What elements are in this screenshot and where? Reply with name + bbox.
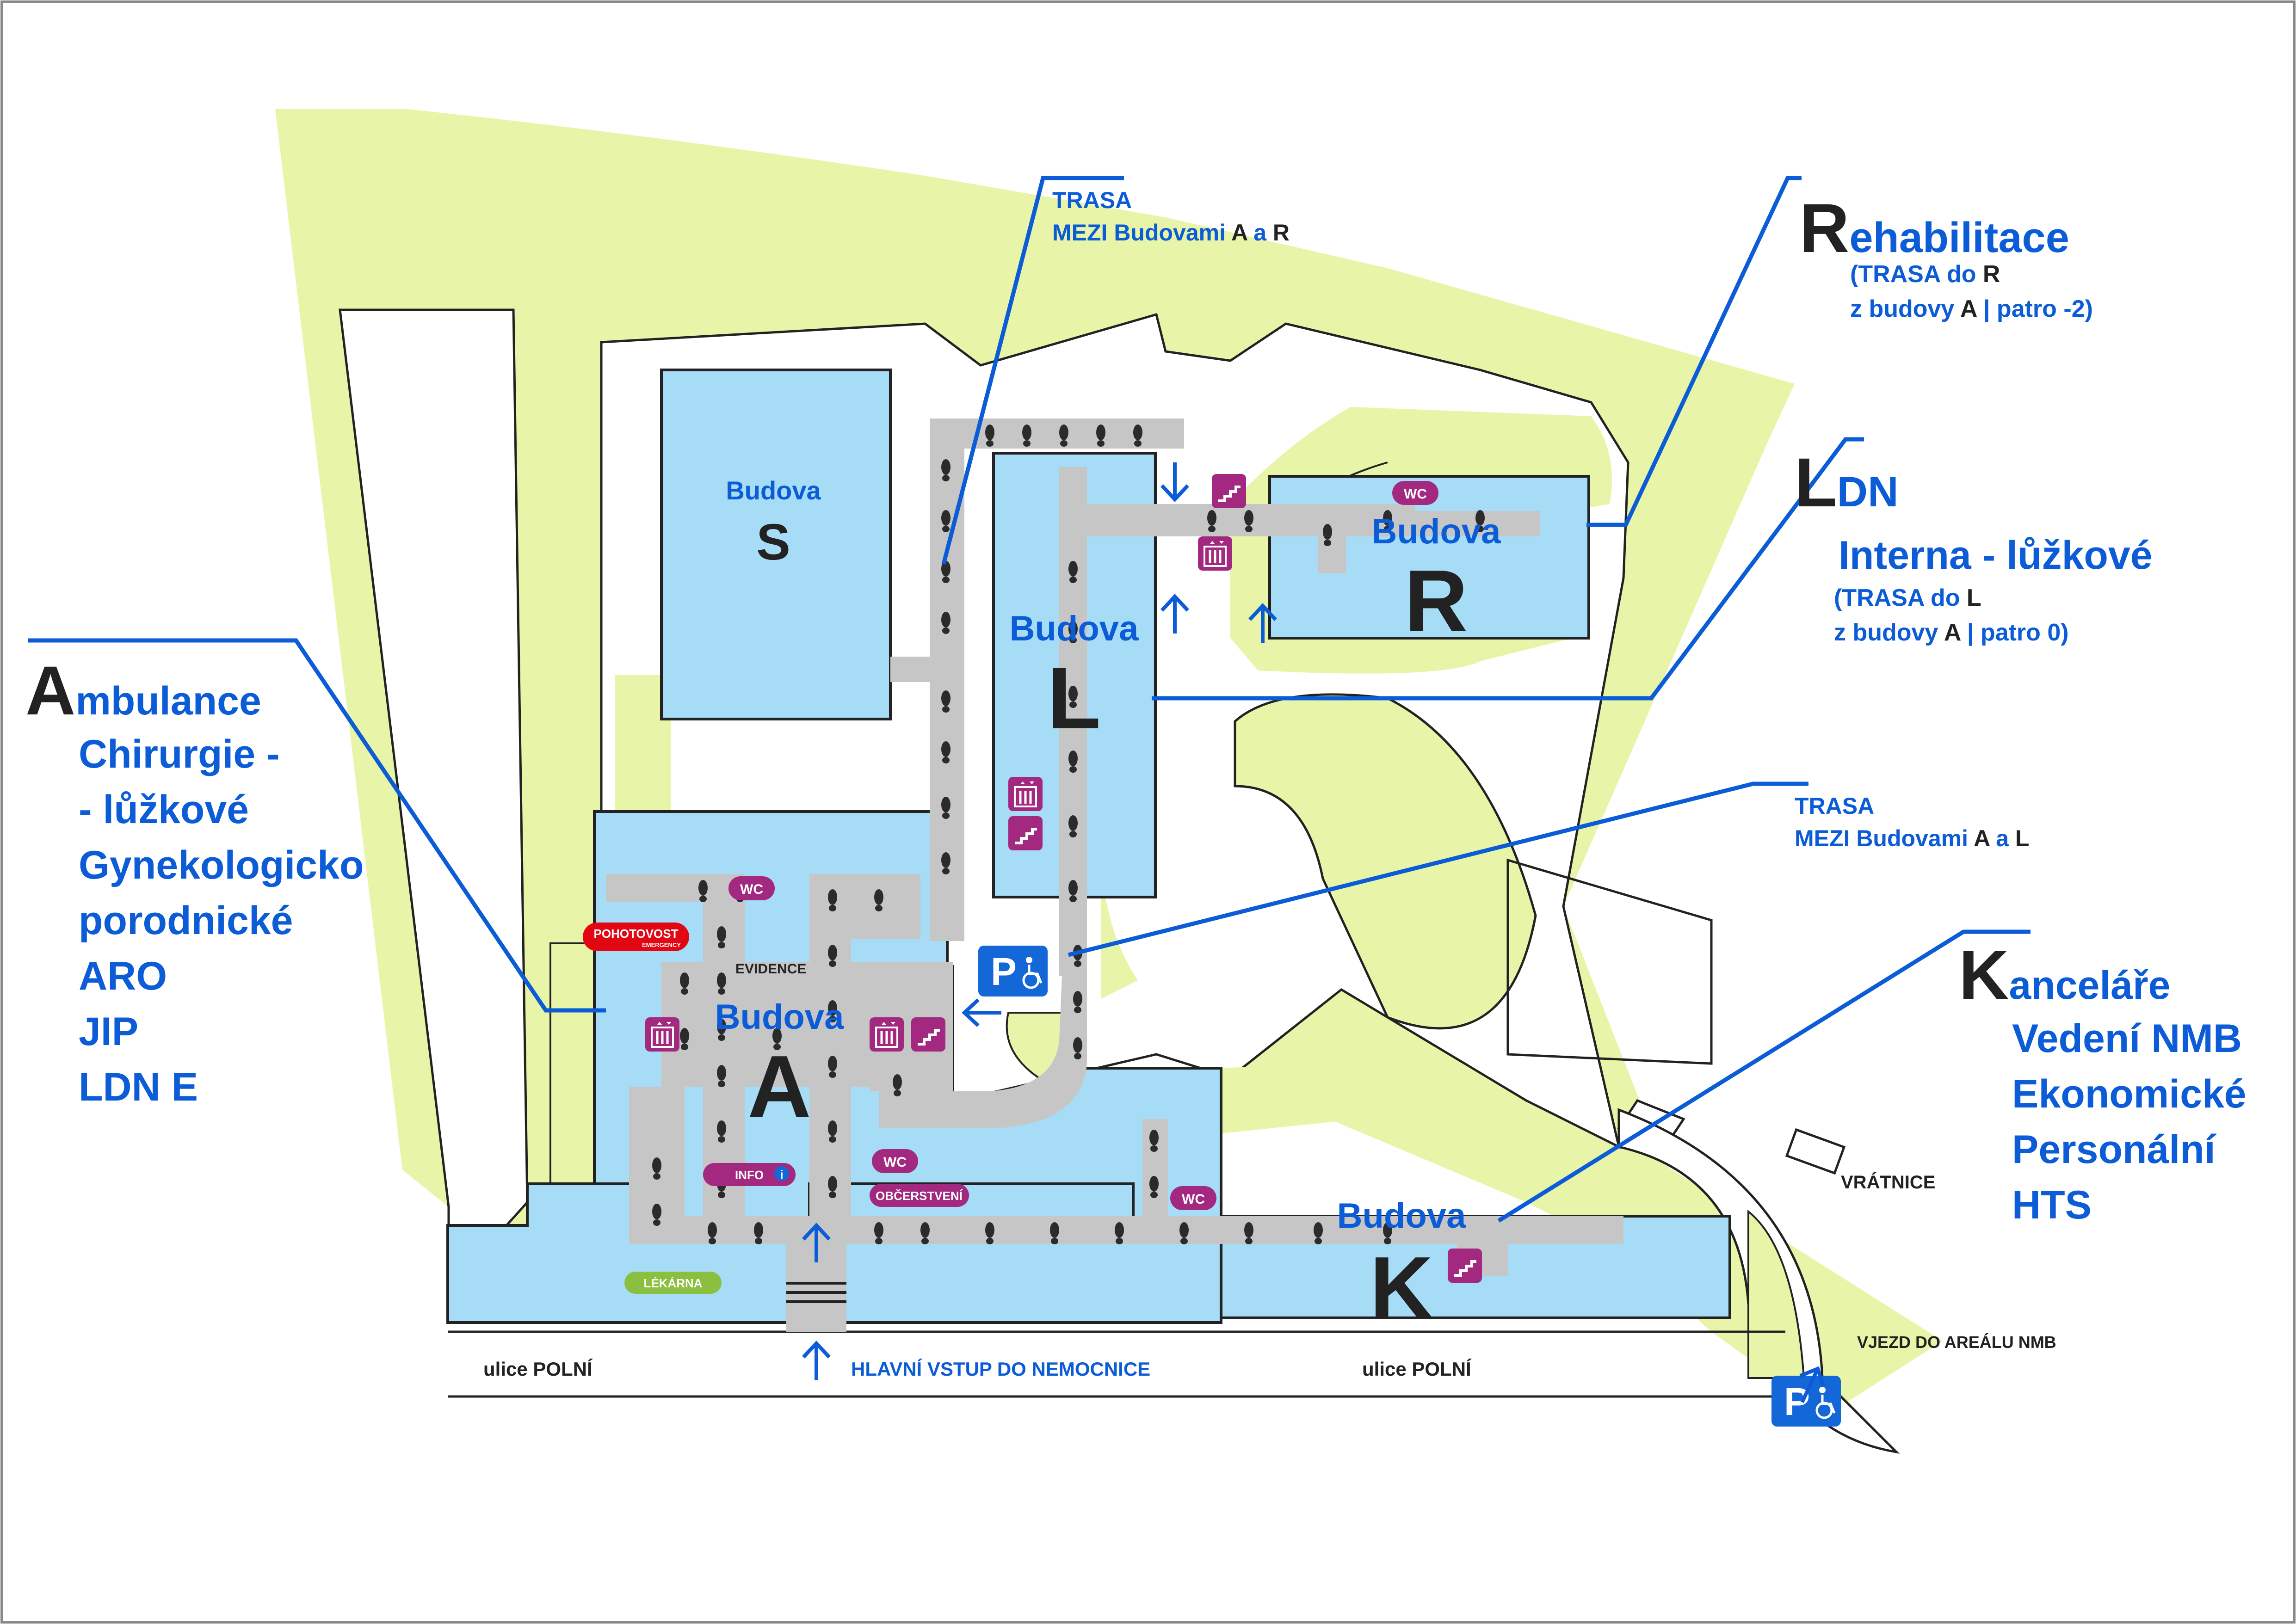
- street-polni: [448, 1330, 1785, 1398]
- info-badge: INFO i: [703, 1163, 796, 1186]
- svg-text:WC: WC: [1404, 486, 1427, 502]
- svg-text:porodnické: porodnické: [79, 898, 293, 943]
- ldn-callout: LDN Interna - lůžkové (TRASA do L z budo…: [1795, 443, 2153, 646]
- svg-text:JIP: JIP: [79, 1009, 138, 1054]
- vjezd-label: VJEZD DO AREÁLU NMB: [1857, 1333, 2056, 1352]
- wc-badge: WC: [728, 876, 775, 900]
- svg-text:Ambulance: Ambulance: [25, 652, 261, 729]
- svg-text:Gynekologicko: Gynekologicko: [79, 843, 364, 887]
- wc-badge: WC: [1170, 1186, 1216, 1210]
- building-label-a: Budova A: [715, 997, 844, 1136]
- building-label-l: Budova L: [1010, 609, 1139, 747]
- svg-text:LDN: LDN: [1795, 443, 1899, 521]
- svg-text:TRASA: TRASA: [1795, 793, 1874, 819]
- svg-text:WC: WC: [1182, 1192, 1205, 1207]
- stairs-icon: [1212, 474, 1246, 508]
- kancelare-callout: Kanceláře Vedení NMB Ekonomické Personál…: [1959, 936, 2247, 1227]
- svg-text:K: K: [1370, 1239, 1433, 1337]
- callout-lines: [28, 176, 2031, 1223]
- svg-text:Interna - lůžkové: Interna - lůžkové: [1839, 533, 2153, 578]
- stairs-icon: [911, 1017, 945, 1052]
- svg-text:Kanceláře: Kanceláře: [1959, 936, 2170, 1014]
- svg-text:R: R: [1404, 552, 1468, 650]
- svg-text:(TRASA do R: (TRASA do R: [1850, 261, 2000, 288]
- emergency-badge: POHOTOVOST EMERGENCY: [583, 923, 689, 951]
- svg-text:LDN E: LDN E: [79, 1065, 198, 1109]
- svg-text:z budovy A | patro -2): z budovy A | patro -2): [1850, 295, 2093, 322]
- wheelchair-icon: [1022, 957, 1043, 989]
- elevator-icon: [1198, 536, 1232, 571]
- elevator-icon: [870, 1017, 904, 1052]
- svg-text:Rehabilitace: Rehabilitace: [1799, 189, 2069, 267]
- svg-text:INFO: INFO: [735, 1168, 764, 1182]
- elevator-icon: [645, 1017, 679, 1052]
- svg-text:MEZI Budovami A a L: MEZI Budovami A a L: [1795, 825, 2029, 851]
- svg-text:Budova: Budova: [1372, 512, 1501, 551]
- building-label-r: Budova R: [1372, 512, 1501, 650]
- svg-text:Budova: Budova: [1337, 1196, 1466, 1236]
- building-label-k: Budova K: [1337, 1196, 1466, 1337]
- svg-text:i: i: [780, 1168, 783, 1181]
- building-s: [660, 369, 892, 720]
- svg-text:EMERGENCY: EMERGENCY: [642, 941, 681, 948]
- wheelchair-icon: [1815, 1387, 1836, 1419]
- stairs-icon: [1008, 816, 1043, 850]
- svg-text:Budova: Budova: [726, 476, 821, 505]
- main-entrance-label: HLAVNÍ VSTUP DO NEMOCNICE: [851, 1358, 1150, 1380]
- svg-text:z budovy A | patro 0): z budovy A | patro 0): [1834, 619, 2069, 646]
- svg-text:Ekonomické: Ekonomické: [2012, 1072, 2247, 1116]
- refreshments-badge: OBČERSTVENÍ: [870, 1184, 969, 1207]
- stairs-icon: [1448, 1249, 1482, 1283]
- svg-text:HTS: HTS: [2012, 1183, 2092, 1227]
- wc-badge: WC: [1392, 481, 1438, 505]
- svg-text:WC: WC: [883, 1155, 907, 1170]
- svg-text:Budova: Budova: [1010, 609, 1139, 648]
- street-label-left: ulice POLNÍ: [483, 1358, 593, 1380]
- svg-text:Personální: Personální: [2012, 1127, 2217, 1172]
- svg-text:(TRASA do L: (TRASA do L: [1834, 584, 1981, 611]
- svg-text:POHOTOVOST: POHOTOVOST: [594, 927, 679, 941]
- svg-text:L: L: [1047, 649, 1101, 747]
- building-label-s: Budova S: [726, 476, 821, 571]
- evidence-label: EVIDENCE: [735, 961, 806, 977]
- street-label-right: ulice POLNÍ: [1362, 1358, 1472, 1380]
- wc-badge: WC: [872, 1149, 918, 1173]
- svg-text:Budova: Budova: [715, 997, 844, 1037]
- info-icon: [774, 1166, 789, 1181]
- main-entrance-stairs: [786, 1282, 846, 1303]
- rehab-callout: Rehabilitace (TRASA do R z budovy A | pa…: [1799, 189, 2093, 322]
- svg-text:P: P: [991, 950, 1017, 993]
- parking-icon-entry: P: [1771, 1376, 1841, 1427]
- ambulance-callout: Ambulance Chirurgie - - lůžkové Gynekolo…: [25, 652, 364, 1109]
- elevator-icon: [1008, 777, 1043, 811]
- svg-text:A: A: [747, 1038, 811, 1136]
- svg-text:LÉKÁRNA: LÉKÁRNA: [643, 1276, 702, 1290]
- svg-text:P: P: [1784, 1380, 1810, 1423]
- svg-text:Vedení NMB: Vedení NMB: [2012, 1016, 2242, 1061]
- svg-text:Chirurgie -: Chirurgie -: [79, 732, 280, 776]
- route-ar-callout: TRASA MEZI Budovami A a R: [1052, 187, 1290, 246]
- svg-text:OBČERSTVENÍ: OBČERSTVENÍ: [876, 1189, 963, 1203]
- route-al-callout: TRASA MEZI Budovami A a L: [1795, 793, 2029, 851]
- parking-icon-center: P: [978, 946, 1048, 997]
- svg-text:S: S: [756, 514, 790, 571]
- svg-text:MEZI Budovami A a R: MEZI Budovami A a R: [1052, 220, 1290, 246]
- svg-text:ARO: ARO: [79, 954, 167, 998]
- svg-text:WC: WC: [740, 882, 763, 897]
- svg-text:- lůžkové: - lůžkové: [79, 787, 249, 832]
- vratnice-label: VRÁTNICE: [1841, 1172, 1935, 1193]
- pharmacy-badge: LÉKÁRNA: [624, 1272, 722, 1294]
- svg-text:TRASA: TRASA: [1052, 187, 1132, 213]
